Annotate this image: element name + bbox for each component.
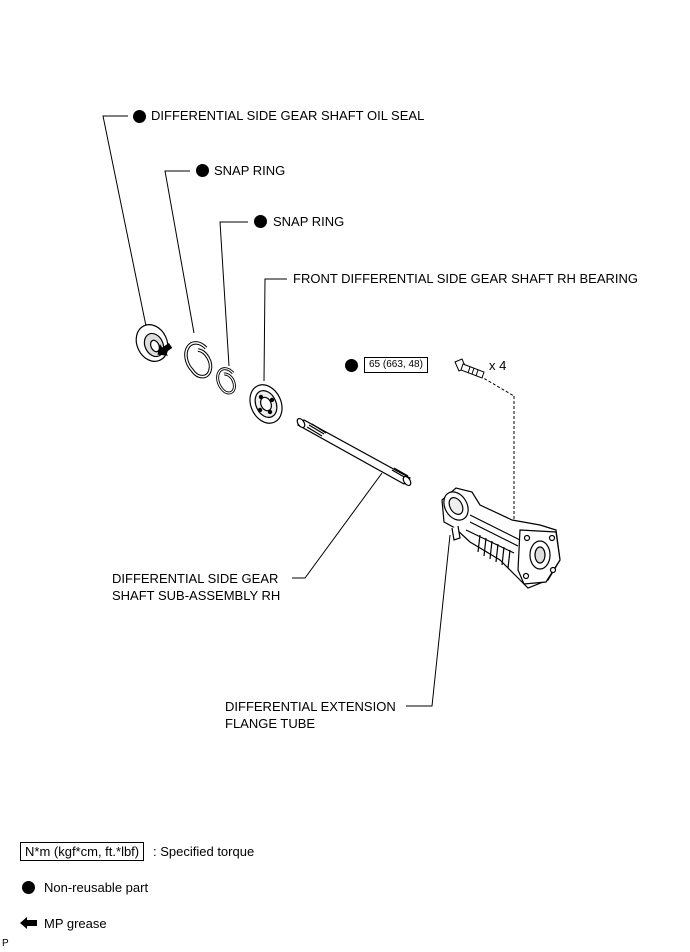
bolt-part: [454, 358, 485, 379]
legend-torque-box: N*m (kgf*cm, ft.*lbf): [20, 842, 145, 861]
legend-non-reusable-desc: Non-reusable part: [44, 880, 149, 895]
legend-grease-arrow-icon: [20, 917, 37, 929]
callout-snap-ring-1: SNAP RING: [214, 163, 286, 178]
non-reusable-dot-snap-ring-1: [196, 164, 209, 177]
bolt-guide-line: [479, 375, 515, 397]
non-reusable-dot-oil-seal: [133, 110, 146, 123]
callout-tube-line1: DIFFERENTIAL EXTENSION: [225, 699, 396, 714]
flange-tube-part: [441, 487, 561, 589]
grease-arrow-icon: [157, 342, 173, 356]
callout-snap-ring-2: SNAP RING: [273, 214, 345, 229]
bolt-quantity: x 4: [489, 358, 507, 373]
oil-seal-part: [135, 324, 169, 362]
callout-shaft-line1: DIFFERENTIAL SIDE GEAR: [112, 571, 279, 586]
bearing-leader: [263, 278, 287, 382]
callout-bearing: FRONT DIFFERENTIAL SIDE GEAR SHAFT RH BE…: [293, 271, 639, 286]
snap-ring-1-part: [184, 341, 213, 379]
legend-torque-desc: : Specified torque: [153, 844, 255, 859]
non-reusable-dot-snap-ring-2: [254, 215, 267, 228]
callout-tube-line2: FLANGE TUBE: [225, 716, 316, 731]
corner-mark: P: [2, 938, 9, 949]
callout-shaft-line2: SHAFT SUB-ASSEMBLY RH: [112, 588, 281, 603]
shaft-leader: [292, 472, 383, 579]
bolt-torque-box: 65 (663, 48): [364, 357, 428, 373]
legend-grease-desc: MP grease: [44, 916, 107, 931]
callout-oil-seal: DIFFERENTIAL SIDE GEAR SHAFT OIL SEAL: [151, 108, 425, 123]
snap-ring-1-leader: [164, 170, 195, 334]
oil-seal-leader: [102, 115, 147, 327]
tube-leader: [406, 534, 451, 707]
legend-non-reusable-dot: [22, 881, 35, 894]
non-reusable-dot-bolt: [345, 359, 358, 372]
snap-ring-2-leader: [219, 221, 248, 367]
shaft-part: [296, 417, 412, 487]
bearing-part: [249, 384, 283, 424]
